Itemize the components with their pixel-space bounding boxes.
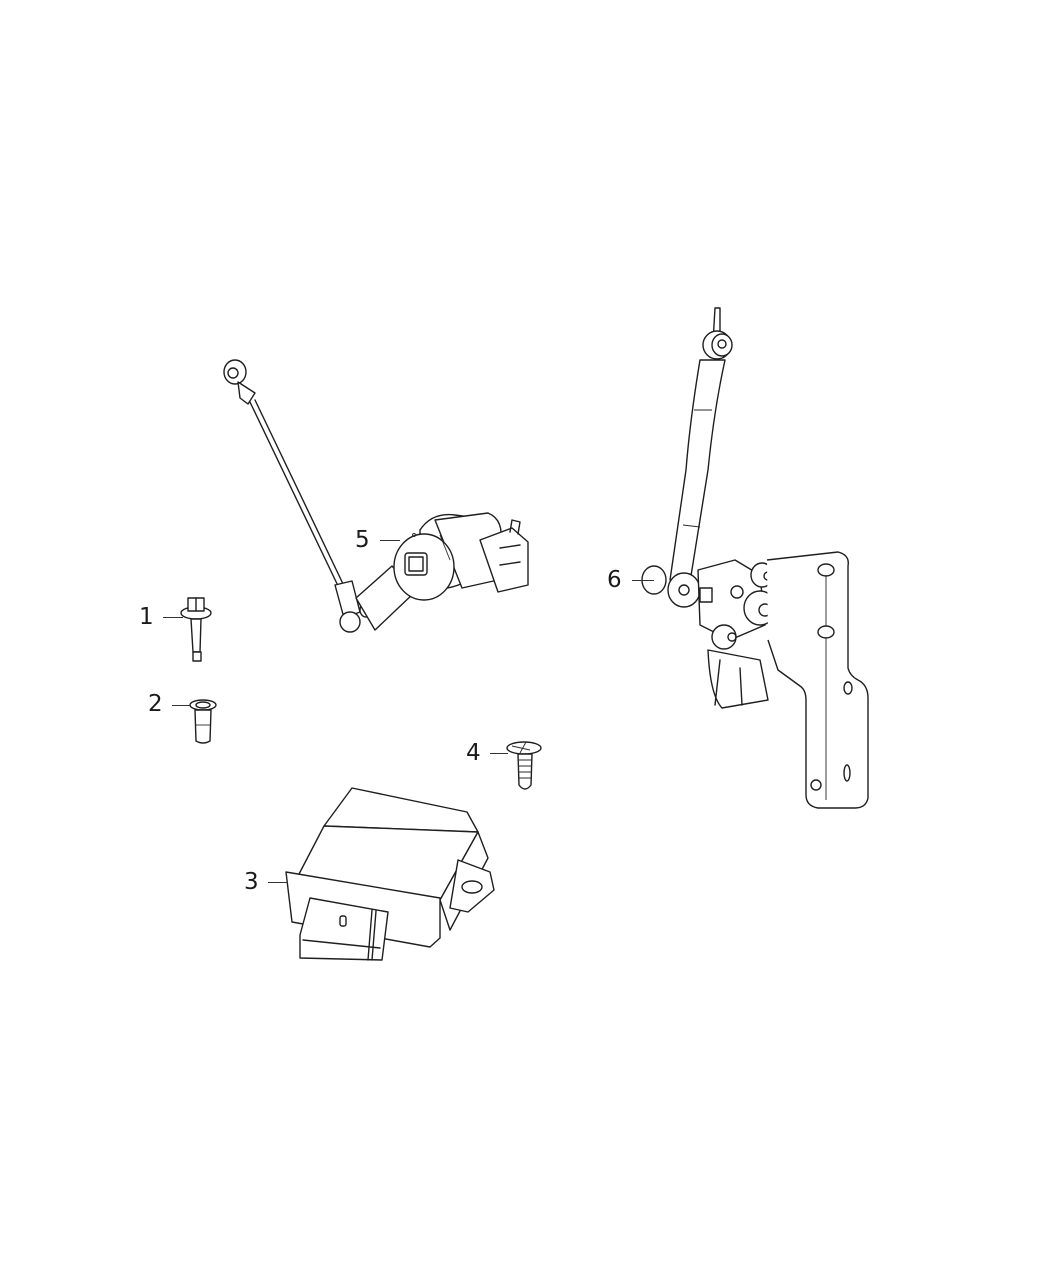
leader-line-5 <box>380 540 400 541</box>
part-6-height-sensor-bracket[interactable] <box>641 307 869 809</box>
callout-2[interactable]: 2 <box>148 691 163 717</box>
part-2-rivet-nut[interactable] <box>189 699 217 744</box>
leader-line-6 <box>632 580 654 581</box>
leader-line-3 <box>268 882 288 883</box>
callout-6[interactable]: 6 <box>607 567 622 593</box>
callout-5[interactable]: 5 <box>355 527 370 553</box>
callout-3[interactable]: 3 <box>244 869 259 895</box>
callout-4[interactable]: 4 <box>466 740 481 766</box>
leader-line-1 <box>163 617 183 618</box>
part-5-height-sensor[interactable] <box>223 359 529 633</box>
part-4-push-pin[interactable] <box>506 741 542 790</box>
part-1-bolt[interactable] <box>180 597 212 662</box>
callout-1[interactable]: 1 <box>139 604 154 630</box>
leader-line-4 <box>490 753 508 754</box>
part-3-control-module[interactable] <box>285 787 495 961</box>
leader-line-2 <box>172 705 190 706</box>
